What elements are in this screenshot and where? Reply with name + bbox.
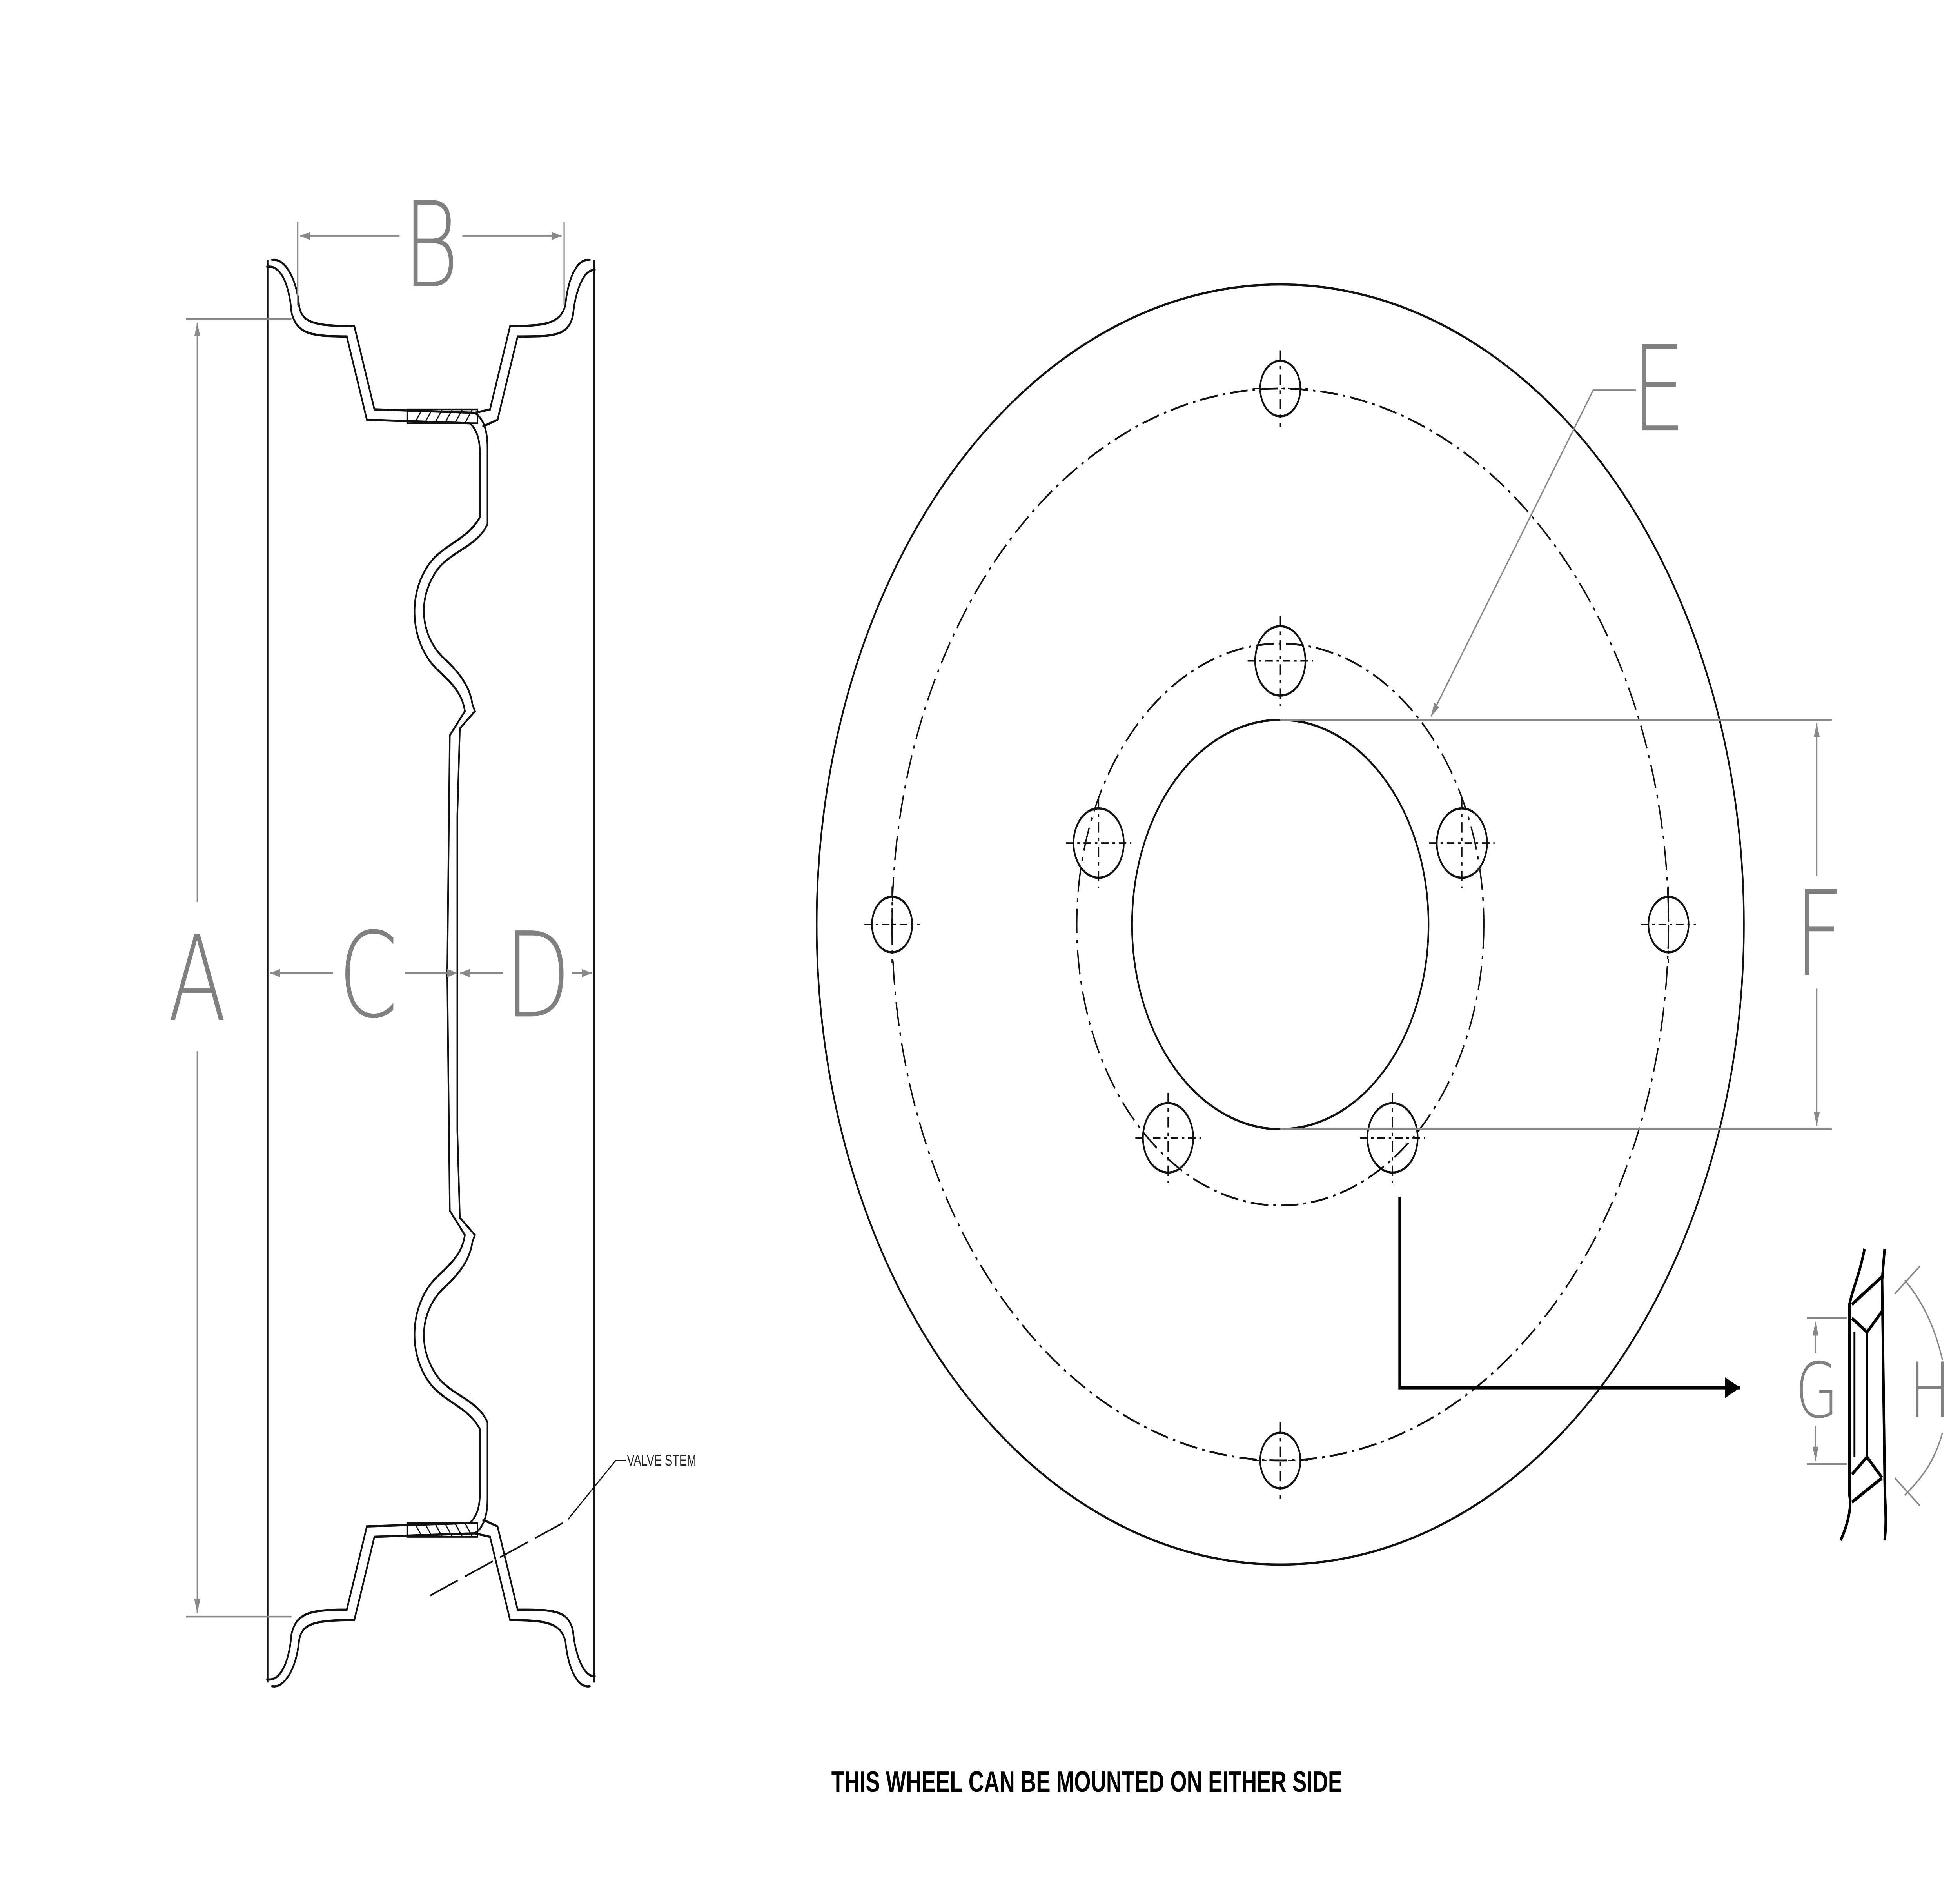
footer-note: THIS WHEEL CAN BE MOUNTED ON EITHER SIDE (831, 1765, 1342, 1798)
label-h: H (1909, 1347, 1951, 1436)
label-c: C (338, 907, 398, 1044)
detail-arrow (1398, 1197, 1740, 1398)
label-d: D (505, 907, 571, 1044)
dimension-a: A (168, 318, 292, 1618)
bolt-hole (1360, 1092, 1425, 1183)
label-b: B (403, 177, 459, 314)
valve-stem-callout: VALVE STEM (429, 1452, 696, 1597)
dimension-e: E (1430, 321, 1686, 717)
bolt-hole (1252, 350, 1308, 427)
dimension-b: B (297, 177, 565, 314)
bolt-hole (1066, 798, 1132, 888)
bolt-hole (1429, 798, 1495, 888)
label-g: G (1795, 1347, 1838, 1436)
dimension-c-d: C D (270, 907, 592, 1044)
bolt-hole (1252, 1422, 1308, 1499)
bolt-hole (864, 886, 920, 963)
hole-detail: G H (1795, 1248, 1951, 1541)
dimension-f: F (1280, 719, 1844, 1130)
label-f: F (1795, 865, 1844, 1003)
label-a: A (168, 910, 227, 1048)
bolt-hole (1641, 886, 1696, 963)
label-e: E (1632, 321, 1686, 458)
bolt-holes (864, 350, 1696, 1499)
valve-stem-label: VALVE STEM (627, 1452, 696, 1470)
bolt-hole (1135, 1092, 1201, 1183)
bolt-hole (1247, 616, 1313, 706)
wheel-front-view (816, 283, 1745, 1566)
rim-cross-section (266, 260, 595, 1686)
